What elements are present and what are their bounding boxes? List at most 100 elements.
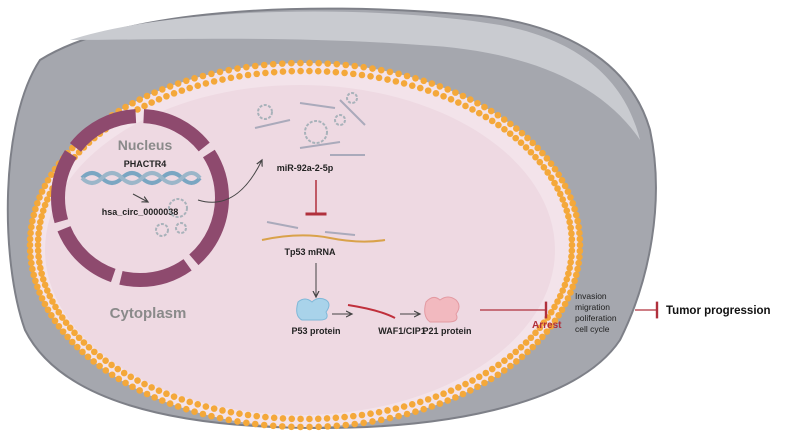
- membrane-dot: [26, 235, 34, 243]
- membrane-dot: [297, 423, 304, 431]
- membrane-dot: [122, 379, 129, 387]
- membrane-dot: [102, 367, 110, 374]
- membrane-dot: [85, 343, 93, 351]
- membrane-dot: [236, 73, 243, 80]
- membrane-dot: [565, 213, 572, 220]
- membrane-dot: [386, 414, 394, 422]
- membrane-dot: [358, 71, 366, 79]
- membrane-dot: [400, 403, 408, 410]
- membrane-dot: [186, 84, 194, 92]
- membrane-dot: [71, 329, 78, 337]
- membrane-dot: [49, 298, 56, 305]
- membrane-dot: [408, 82, 416, 89]
- effect-cell-cycle: cell cycle: [575, 324, 610, 334]
- membrane-dot: [191, 408, 198, 415]
- membrane-dot: [297, 59, 304, 67]
- membrane-dot: [243, 419, 250, 427]
- membrane-dot: [143, 92, 151, 100]
- membrane-dot: [500, 116, 508, 123]
- membrane-dot: [416, 398, 424, 406]
- tp53-mrna-icon: [261, 221, 386, 243]
- membrane-dot: [297, 415, 304, 423]
- membrane-dot: [576, 247, 584, 255]
- membrane-dot: [26, 247, 34, 255]
- membrane-dot: [234, 65, 241, 72]
- membrane-dot: [400, 80, 408, 87]
- membrane-dot: [69, 338, 76, 346]
- membrane-dot: [424, 87, 432, 94]
- membrane-dot: [182, 405, 190, 413]
- membrane-dot: [569, 199, 576, 207]
- membrane-dot: [556, 190, 564, 198]
- membrane-dot: [455, 99, 462, 106]
- membrane-dot: [416, 84, 424, 92]
- membrane-dot: [202, 403, 210, 410]
- membrane-dot: [375, 408, 383, 416]
- membrane-dot: [270, 414, 278, 422]
- membrane-dot: [288, 415, 296, 423]
- membrane-dot: [517, 343, 525, 351]
- membrane-dot: [306, 423, 313, 431]
- membrane-dot: [34, 283, 41, 291]
- membrane-dot: [495, 121, 502, 129]
- membrane-dot: [565, 270, 572, 277]
- membrane-dot: [447, 387, 455, 394]
- membrane-dot: [178, 87, 186, 94]
- membrane-dot: [269, 60, 277, 68]
- membrane-dot: [38, 213, 45, 220]
- membrane-dot: [507, 362, 514, 370]
- membrane-dot: [544, 169, 552, 176]
- membrane-dot: [420, 77, 428, 85]
- membrane-dot: [551, 165, 559, 173]
- membrane-dot: [29, 265, 36, 273]
- membrane-dot: [134, 377, 141, 384]
- membrane-dot: [108, 371, 116, 379]
- membrane-dot: [210, 405, 218, 412]
- membrane-dot: [576, 229, 583, 237]
- membrane-dot: [501, 357, 508, 365]
- membrane-dot: [108, 361, 115, 369]
- membrane-dot: [278, 60, 286, 67]
- membrane-dot: [323, 415, 331, 422]
- membrane-dot: [518, 353, 526, 361]
- membrane-dot: [551, 317, 559, 325]
- membrane-dot: [428, 403, 436, 410]
- membrane-dot: [494, 371, 502, 379]
- membrane-dot: [564, 295, 572, 302]
- membrane-dot: [158, 86, 166, 93]
- membrane-dot: [120, 369, 128, 377]
- membrane-dot: [551, 303, 558, 311]
- membrane-dot: [208, 412, 215, 420]
- membrane-dot: [34, 241, 42, 249]
- membrane-dot: [341, 69, 348, 77]
- membrane-dot: [555, 312, 562, 319]
- membrane-dot: [576, 241, 584, 249]
- tumor-progression-label: Tumor progression: [666, 305, 771, 317]
- membrane-dot: [506, 130, 514, 137]
- membrane-dot: [408, 401, 416, 408]
- membrane-dot: [543, 328, 551, 335]
- membrane-dot: [306, 415, 313, 423]
- membrane-dot: [349, 70, 357, 78]
- membrane-dot: [561, 300, 569, 308]
- membrane-dot: [41, 201, 49, 209]
- membrane-dot: [567, 224, 574, 232]
- membrane-dot: [227, 408, 235, 416]
- membrane-dot: [547, 308, 555, 316]
- membrane-dot: [323, 68, 331, 75]
- membrane-dot: [288, 423, 295, 431]
- membrane-dot: [333, 422, 341, 430]
- membrane-dot: [30, 211, 38, 219]
- membrane-dot: [384, 76, 391, 83]
- membrane-dot: [114, 365, 122, 373]
- membrane-dot: [540, 163, 548, 171]
- membrane-dot: [369, 418, 376, 425]
- membrane-dot: [143, 390, 151, 398]
- membrane-dot: [43, 196, 51, 203]
- membrane-dot: [35, 253, 42, 260]
- membrane-dot: [51, 317, 59, 325]
- membrane-dot: [208, 70, 215, 78]
- membrane-dot: [62, 319, 70, 327]
- membrane-dot: [34, 235, 42, 243]
- membrane-dot: [561, 182, 569, 190]
